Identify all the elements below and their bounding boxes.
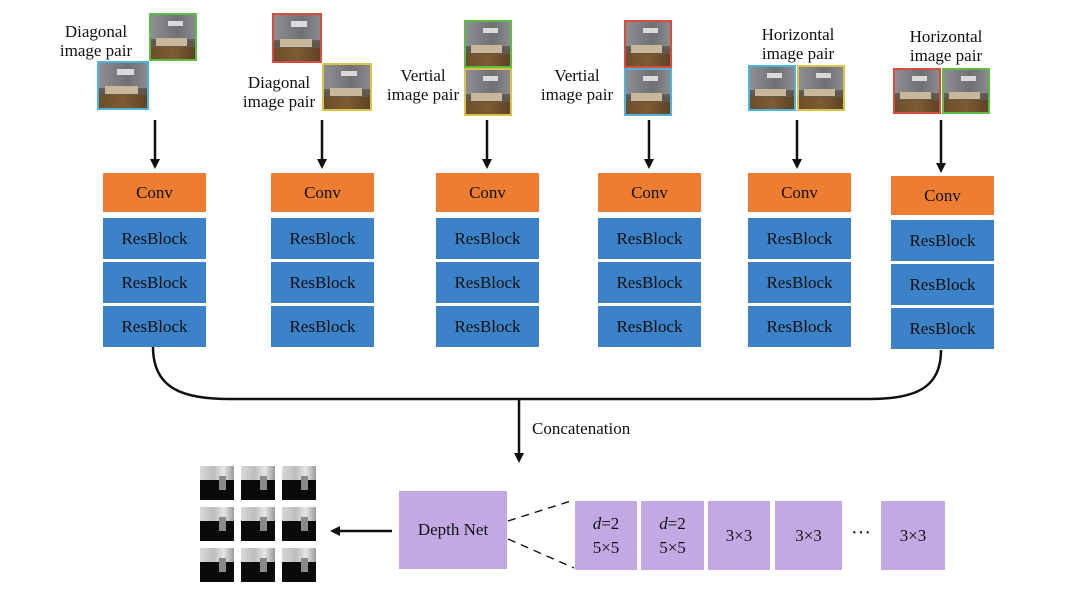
- conv-block: Conv: [748, 173, 851, 212]
- depth-net-block: Depth Net: [399, 491, 507, 569]
- resblock: ResBlock: [598, 306, 701, 347]
- resblock: ResBlock: [103, 306, 206, 347]
- image-thumb-b6-right: [942, 68, 990, 114]
- depth-map-image: [241, 548, 275, 582]
- image-thumb-b2-bottom: [322, 63, 372, 111]
- image-thumb-b4-top: [624, 20, 672, 68]
- layer-kernel: 3×3: [899, 525, 927, 545]
- conv-block: Conv: [891, 176, 994, 215]
- resblock: ResBlock: [748, 262, 851, 303]
- resblock: ResBlock: [748, 306, 851, 347]
- depth-map-image: [282, 466, 316, 500]
- image-thumb-b5-left: [748, 65, 796, 111]
- depth-map-image: [200, 548, 234, 582]
- depth-map-image: [282, 507, 316, 541]
- layer-block: d=2 5×5: [641, 501, 704, 570]
- output-depth-grid: [200, 466, 318, 586]
- depth-map-image: [200, 507, 234, 541]
- resblock: ResBlock: [103, 262, 206, 303]
- image-thumb-b4-bottom: [624, 68, 672, 116]
- depth-map-image: [282, 548, 316, 582]
- image-thumb-b1-top: [149, 13, 197, 61]
- layer-dilation: d=2: [659, 513, 686, 533]
- image-thumb-b6-left: [893, 68, 941, 114]
- image-thumb-b3-top: [464, 20, 512, 68]
- conv-block: Conv: [436, 173, 539, 212]
- resblock: ResBlock: [891, 264, 994, 305]
- resblock: ResBlock: [271, 306, 374, 347]
- concatenation-label: Concatenation: [532, 419, 631, 438]
- image-thumb-b5-right: [797, 65, 845, 111]
- resblock: ResBlock: [271, 218, 374, 259]
- resblock: ResBlock: [436, 306, 539, 347]
- layer-block: d=2 5×5: [575, 501, 637, 570]
- depth-net-label: Depth Net: [417, 520, 489, 539]
- dashed-line-top: [507, 499, 575, 522]
- image-thumb-b1-bottom: [97, 61, 149, 110]
- depth-map-image: [241, 507, 275, 541]
- layer-kernel: 3×3: [795, 525, 822, 545]
- layer-kernel: 5×5: [659, 537, 686, 557]
- ellipsis: ···: [851, 522, 871, 544]
- resblock: ResBlock: [271, 262, 374, 303]
- concat-curve: [151, 346, 943, 401]
- dashed-line-bottom: [507, 538, 575, 569]
- layer-block: 3×3: [881, 501, 945, 570]
- image-thumb-b3-bottom: [464, 68, 512, 116]
- image-thumb-b2-top: [272, 13, 322, 63]
- resblock: ResBlock: [891, 308, 994, 349]
- resblock: ResBlock: [436, 218, 539, 259]
- conv-block: Conv: [271, 173, 374, 212]
- layer-kernel: 3×3: [725, 525, 753, 545]
- layer-block: 3×3: [708, 501, 770, 570]
- resblock: ResBlock: [598, 262, 701, 303]
- layer-block: 3×3: [775, 501, 842, 570]
- layer-dilation: d=2: [592, 513, 620, 533]
- resblock: ResBlock: [436, 262, 539, 303]
- depth-map-image: [200, 466, 234, 500]
- conv-block: Conv: [598, 173, 701, 212]
- resblock: ResBlock: [103, 218, 206, 259]
- layer-kernel: 5×5: [592, 537, 620, 557]
- resblock: ResBlock: [598, 218, 701, 259]
- depth-map-image: [241, 466, 275, 500]
- conv-block: Conv: [103, 173, 206, 212]
- resblock: ResBlock: [891, 220, 994, 261]
- resblock: ResBlock: [748, 218, 851, 259]
